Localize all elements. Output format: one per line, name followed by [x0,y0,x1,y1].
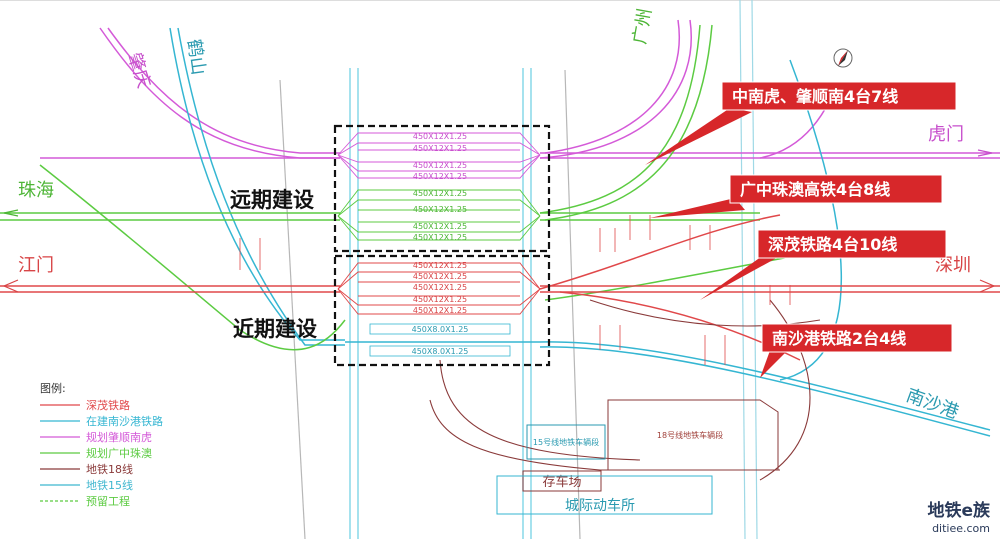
near-phase-label: 近期建设 [233,317,317,341]
legend-item-nansha: 在建南沙港铁路 [86,414,163,428]
intercity-depot [496,475,713,515]
callout-box-shenmao [757,229,947,259]
callout-box-nansha [761,323,953,353]
legend-item-zhaoshun: 规划肇顺南虎 [86,430,152,444]
legend-item-metro18: 地铁18线 [86,462,133,476]
legend-item-guangzhongzhu: 规划广中珠澳 [86,446,152,460]
city-label-zhuhai: 珠海 [18,180,54,201]
city-label-zhaoqing: 肇庆 [123,50,154,91]
metro18-depot [607,399,779,471]
platform-label: 450X12X1.25 [413,233,467,242]
near-phase-box [333,254,551,367]
metro15-depot-label: 15号线地铁车辆段 [533,437,599,447]
platform-label: 450X12X1.25 [413,189,467,198]
watermark: 地铁e族 ditiee.com [927,500,991,535]
metro18-depot-label: 18号线地铁车辆段 [657,430,723,440]
far-phase-box [333,124,551,253]
callout-shenmao: 深茂铁路4台10线 [768,235,897,254]
platform-label: 450X12X1.25 [413,161,467,170]
background-lines [279,0,758,539]
platform-label: 450X12X1.25 [413,144,467,153]
intercity-depot-label: 城际动车所 [565,497,635,514]
legend-item-metro15: 地铁15线 [86,478,133,492]
watermark-line1: 地铁e族 [927,500,991,521]
legend-item-reserved: 预留工程 [86,495,130,508]
platform-label: 450X12X1.25 [413,261,467,270]
callout-nansha: 南沙港铁路2台4线 [772,329,906,348]
guangzhongzhu-lines [0,24,801,351]
far-phase-label: 远期建设 [230,188,314,212]
direction-arrows [2,149,996,293]
city-label-heshan: 鹤山 [183,38,209,77]
storage-yard [522,470,602,492]
platform-label: 450X12X1.25 [413,132,467,141]
compass-icon [833,48,853,68]
zhaoshun-lines [40,19,1000,179]
legend-item-shenmao: 深茂铁路 [86,398,130,412]
platform-label: 450X12X1.25 [413,205,467,214]
platform-label: 450X8.0X1.25 [412,325,469,334]
storage-yard-label: 存车场 [542,474,581,490]
city-label-jiangmen: 江门 [18,255,54,276]
platform-label: 450X12X1.25 [413,306,467,315]
legend-title: 图例: [40,381,66,395]
depots: 15号线地铁车辆段 18号线地铁车辆段 存车场 城际动车所 [496,399,779,515]
dimension-marks [239,215,791,365]
platform-label: 450X12X1.25 [413,222,467,231]
nansha-lines [169,27,991,437]
platform-label: 450X12X1.25 [413,172,467,181]
platform-label: 450X12X1.25 [413,272,467,281]
callouts: 中南虎、肇顺南4台7线 广中珠澳高铁4台8线 深茂铁路4台10线 南沙港铁路2台… [645,81,957,378]
city-label-humen: 虎门 [928,124,964,145]
city-labels: 肇庆 鹤山 广州 虎门 珠海 江门 深圳 南沙港 [18,7,971,423]
callout-guangzhongzhu: 广中珠澳高铁4台8线 [740,180,890,199]
platform-label: 450X12X1.25 [413,283,467,292]
callout-box-guangzhongzhu [729,174,943,204]
legend: 图例: 深茂铁路 在建南沙港铁路 规划肇顺南虎 规划广中珠澳 地铁18线 地铁1… [40,381,163,508]
platform-label: 450X8.0X1.25 [412,347,469,356]
city-label-nanshagang: 南沙港 [903,385,961,423]
platform-labels-near: 450X12X1.25 450X12X1.25 450X12X1.25 450X… [369,261,511,357]
platform-label: 450X12X1.25 [413,295,467,304]
callout-zhaoshun: 中南虎、肇顺南4台7线 [732,87,898,106]
callout-box-zhaoshun [721,81,957,111]
watermark-line2: ditiee.com [932,522,990,535]
city-label-guangzhou: 广州 [629,7,656,46]
platform-labels-far: 450X12X1.25 450X12X1.25 450X12X1.25 450X… [413,132,467,242]
metro15-depot [526,424,606,460]
city-label-shenzhen: 深圳 [935,255,971,276]
metro18-lines [429,299,821,481]
